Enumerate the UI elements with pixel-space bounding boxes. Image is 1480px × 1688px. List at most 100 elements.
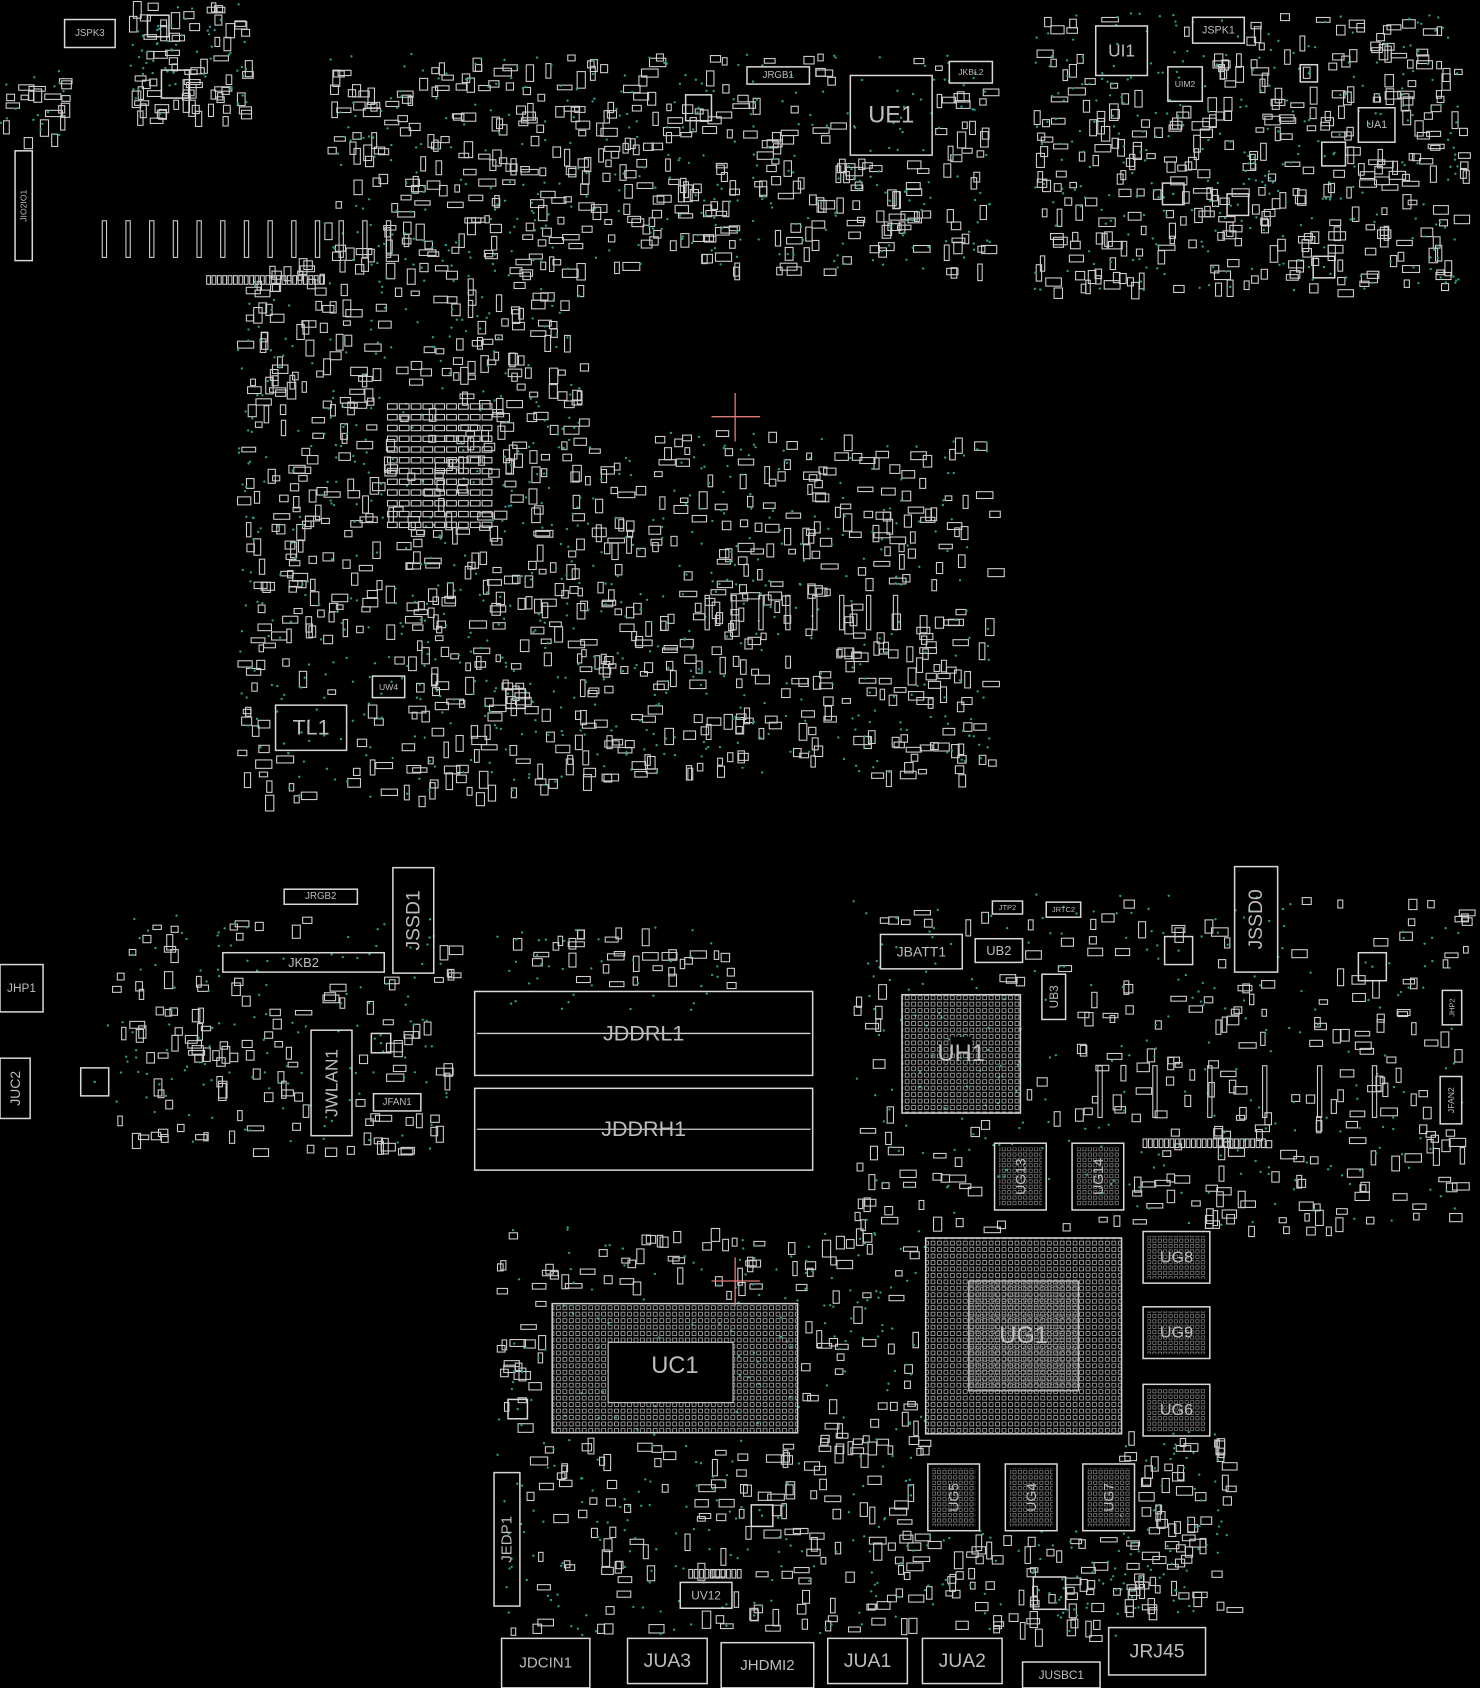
smd-component bbox=[681, 104, 694, 115]
pad-bar bbox=[1097, 1065, 1103, 1118]
via bbox=[752, 176, 755, 180]
smd-component bbox=[925, 672, 937, 681]
smd-component bbox=[1223, 96, 1233, 112]
smd-component bbox=[410, 184, 426, 193]
smd-component bbox=[908, 1617, 918, 1634]
smd-component bbox=[935, 65, 943, 71]
smd-component bbox=[615, 1560, 624, 1570]
via bbox=[458, 661, 462, 664]
component-jrgb2[interactable]: JRGB2 bbox=[283, 888, 359, 906]
via bbox=[302, 760, 306, 763]
via bbox=[539, 287, 543, 291]
smd-component bbox=[376, 1140, 384, 1155]
component-uim2[interactable]: UIM2 bbox=[1167, 66, 1204, 103]
via bbox=[323, 222, 327, 225]
smd-component bbox=[342, 559, 351, 569]
pad-bar bbox=[865, 594, 872, 631]
via bbox=[780, 542, 784, 545]
via bbox=[1106, 1560, 1110, 1564]
via bbox=[243, 489, 247, 493]
via bbox=[584, 680, 588, 684]
passive-array bbox=[469, 489, 481, 496]
smd-component bbox=[1191, 1200, 1201, 1207]
pin-strip-pad bbox=[1223, 1138, 1229, 1149]
passive-array bbox=[410, 510, 422, 518]
via bbox=[719, 263, 722, 266]
via bbox=[378, 396, 381, 400]
component-jspk1[interactable]: JSPK1 bbox=[1191, 16, 1246, 44]
via bbox=[1062, 905, 1065, 908]
via bbox=[504, 665, 508, 668]
component-uw4[interactable]: UW4 bbox=[371, 675, 406, 699]
component-jrgb1[interactable]: JRGB1 bbox=[746, 66, 811, 85]
via bbox=[1305, 1161, 1308, 1164]
via bbox=[1423, 942, 1426, 945]
via bbox=[272, 298, 276, 302]
via bbox=[1254, 1159, 1257, 1163]
component-jddrh1[interactable]: JDDRH1 bbox=[473, 1087, 814, 1171]
smd-component bbox=[656, 680, 669, 691]
passive-array bbox=[386, 446, 398, 453]
component-ua1[interactable]: UA1 bbox=[1357, 107, 1396, 143]
smd-component bbox=[785, 1484, 794, 1496]
smd-component bbox=[941, 96, 957, 104]
component-jkbl2[interactable]: JKBL2 bbox=[948, 60, 994, 84]
smd-component bbox=[801, 1589, 811, 1604]
smd-component bbox=[1271, 198, 1281, 210]
via bbox=[1258, 984, 1262, 987]
smd-component bbox=[982, 680, 1000, 688]
via bbox=[1411, 113, 1414, 117]
via bbox=[1134, 1606, 1137, 1610]
component-jfan1[interactable]: JFAN1 bbox=[372, 1092, 422, 1112]
smd-component bbox=[388, 979, 396, 991]
smd-component bbox=[937, 672, 951, 680]
component-jddrl1[interactable]: JDDRL1 bbox=[473, 990, 814, 1077]
pad-bar bbox=[196, 220, 202, 258]
smd-component bbox=[1339, 1069, 1355, 1078]
via bbox=[881, 1329, 884, 1333]
ic-package bbox=[1312, 255, 1336, 279]
component-jssd1[interactable]: JSSD1 bbox=[392, 866, 435, 974]
via bbox=[1070, 1546, 1073, 1549]
component-ue1[interactable]: UE1 bbox=[849, 74, 933, 156]
smd-component bbox=[28, 85, 46, 92]
component-jwlan1[interactable]: JWLAN1 bbox=[310, 1029, 353, 1137]
component-jkb2[interactable]: JKB2 bbox=[222, 951, 386, 973]
component-ui1[interactable]: UI1 bbox=[1094, 25, 1149, 77]
via bbox=[503, 58, 506, 62]
via bbox=[543, 120, 547, 123]
via bbox=[565, 527, 569, 531]
component-jhp1[interactable]: JHP1 bbox=[0, 963, 44, 1013]
smd-component bbox=[780, 129, 799, 137]
smd-component bbox=[443, 741, 449, 759]
via bbox=[678, 214, 682, 217]
via bbox=[247, 339, 250, 342]
smd-component bbox=[651, 142, 664, 151]
component-juc2[interactable]: JUC2 bbox=[0, 1057, 31, 1120]
via bbox=[341, 955, 345, 959]
smd-component bbox=[545, 1263, 554, 1275]
smd-component bbox=[408, 521, 416, 531]
smd-component bbox=[456, 485, 468, 494]
smd-component bbox=[1124, 1452, 1138, 1462]
smd-component bbox=[654, 435, 666, 444]
smd-component bbox=[1088, 936, 1097, 945]
via bbox=[1050, 55, 1054, 58]
smd-component bbox=[1091, 1602, 1105, 1613]
via bbox=[888, 1108, 891, 1111]
component-jspk3[interactable]: JSPK3 bbox=[63, 18, 116, 49]
via bbox=[363, 713, 366, 716]
via bbox=[1299, 224, 1303, 227]
component-tl1[interactable]: TL1 bbox=[274, 704, 348, 752]
smd-component bbox=[450, 653, 459, 660]
via bbox=[638, 719, 642, 722]
component-jio2io1[interactable]: JIO2IO1 bbox=[14, 150, 34, 262]
smd-component bbox=[830, 1256, 837, 1266]
smd-component bbox=[957, 755, 967, 764]
via bbox=[732, 97, 735, 101]
via bbox=[713, 197, 716, 201]
smd-component bbox=[1346, 126, 1354, 137]
via bbox=[596, 1458, 599, 1461]
smd-component bbox=[482, 579, 490, 595]
